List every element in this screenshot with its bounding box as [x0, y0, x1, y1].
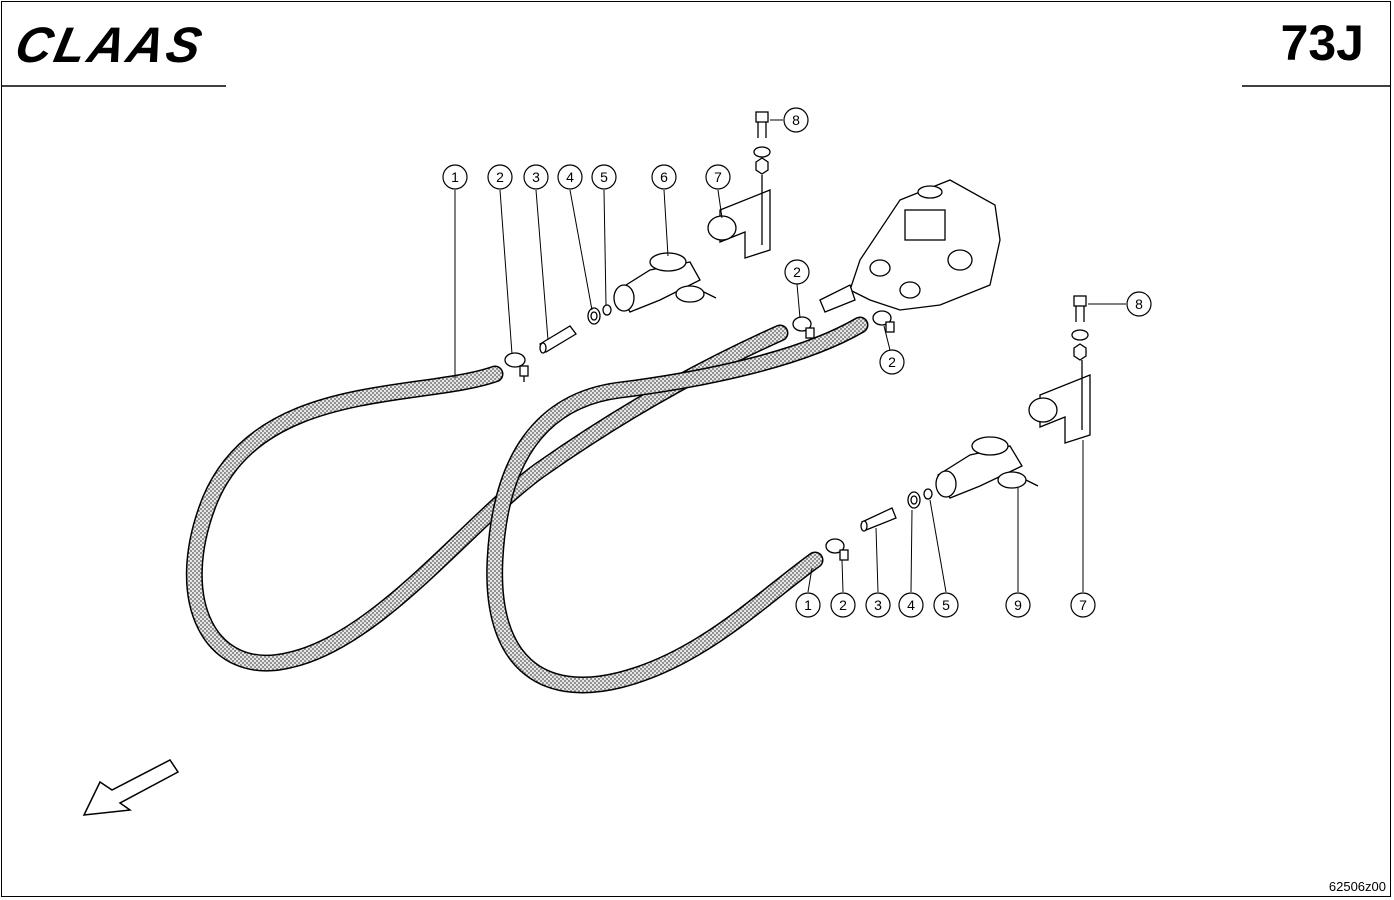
claas-logo: CLAAS	[11, 17, 210, 73]
callout-top-6: 6	[651, 164, 677, 190]
logo-wordmark: CLAAS	[11, 17, 210, 73]
clamp-lower	[825, 538, 849, 561]
callout-bottom-1: 1	[795, 592, 821, 618]
bolt-upper	[753, 111, 771, 175]
clamp-upper-right	[872, 310, 895, 333]
coupling-head-lower	[935, 436, 1039, 499]
hose-upper	[185, 324, 789, 672]
callout-top-2-center: 2	[784, 259, 810, 285]
svg-text:1: 1	[804, 597, 812, 613]
bolt-lower	[1071, 295, 1089, 361]
callout-top-1: 1	[442, 164, 468, 190]
svg-text:1: 1	[451, 169, 459, 185]
o-ring-lower	[923, 488, 933, 500]
leader-lines	[454, 119, 1126, 593]
page-code: 73J	[1280, 15, 1364, 71]
coupling-head-upper	[613, 252, 717, 313]
callout-bottom-4: 4	[898, 592, 924, 618]
clamp-upper-left	[504, 352, 529, 382]
mounting-bracket-upper	[707, 175, 771, 259]
brake-valve-block	[819, 179, 1001, 313]
callout-bottom-3: 3	[865, 592, 891, 618]
arrow-icon	[82, 759, 180, 816]
svg-text:8: 8	[792, 112, 800, 128]
seal-washer-upper	[587, 307, 601, 325]
svg-text:3: 3	[532, 169, 540, 185]
svg-text:2: 2	[839, 597, 847, 613]
callout-top-7: 7	[705, 164, 731, 190]
svg-text:8: 8	[1135, 296, 1143, 312]
drawing-number: 62506z00	[1328, 879, 1386, 894]
callout-bottom-9: 9	[1005, 592, 1031, 618]
callout-top-5: 5	[591, 164, 617, 190]
svg-text:2: 2	[888, 354, 896, 370]
mounting-bracket-lower	[1028, 360, 1091, 444]
svg-text:7: 7	[1079, 597, 1087, 613]
callout-top-2: 2	[487, 164, 513, 190]
svg-text:7: 7	[714, 169, 722, 185]
clamp-upper-center	[792, 316, 815, 339]
seal-washer-lower	[907, 491, 921, 509]
hose-lower	[486, 316, 869, 694]
callout-top-3: 3	[523, 164, 549, 190]
svg-text:2: 2	[496, 169, 504, 185]
callout-bottom-8: 8	[1126, 291, 1152, 317]
callout-bottom-2: 2	[830, 592, 856, 618]
callout-bottom-7: 7	[1070, 592, 1096, 618]
svg-text:5: 5	[600, 169, 608, 185]
callout-bottom-5: 5	[933, 592, 959, 618]
svg-text:2: 2	[793, 264, 801, 280]
svg-text:4: 4	[566, 169, 574, 185]
svg-text:5: 5	[942, 597, 950, 613]
svg-text:4: 4	[907, 597, 915, 613]
callout-top-2-right: 2	[879, 349, 905, 375]
svg-text:6: 6	[660, 169, 668, 185]
o-ring-upper	[602, 304, 612, 316]
callout-top-8: 8	[783, 107, 809, 133]
callout-top-4: 4	[557, 164, 583, 190]
svg-text:9: 9	[1014, 597, 1022, 613]
hose-connector-upper	[539, 325, 577, 354]
svg-text:3: 3	[874, 597, 882, 613]
hose-connector-lower	[860, 507, 897, 532]
